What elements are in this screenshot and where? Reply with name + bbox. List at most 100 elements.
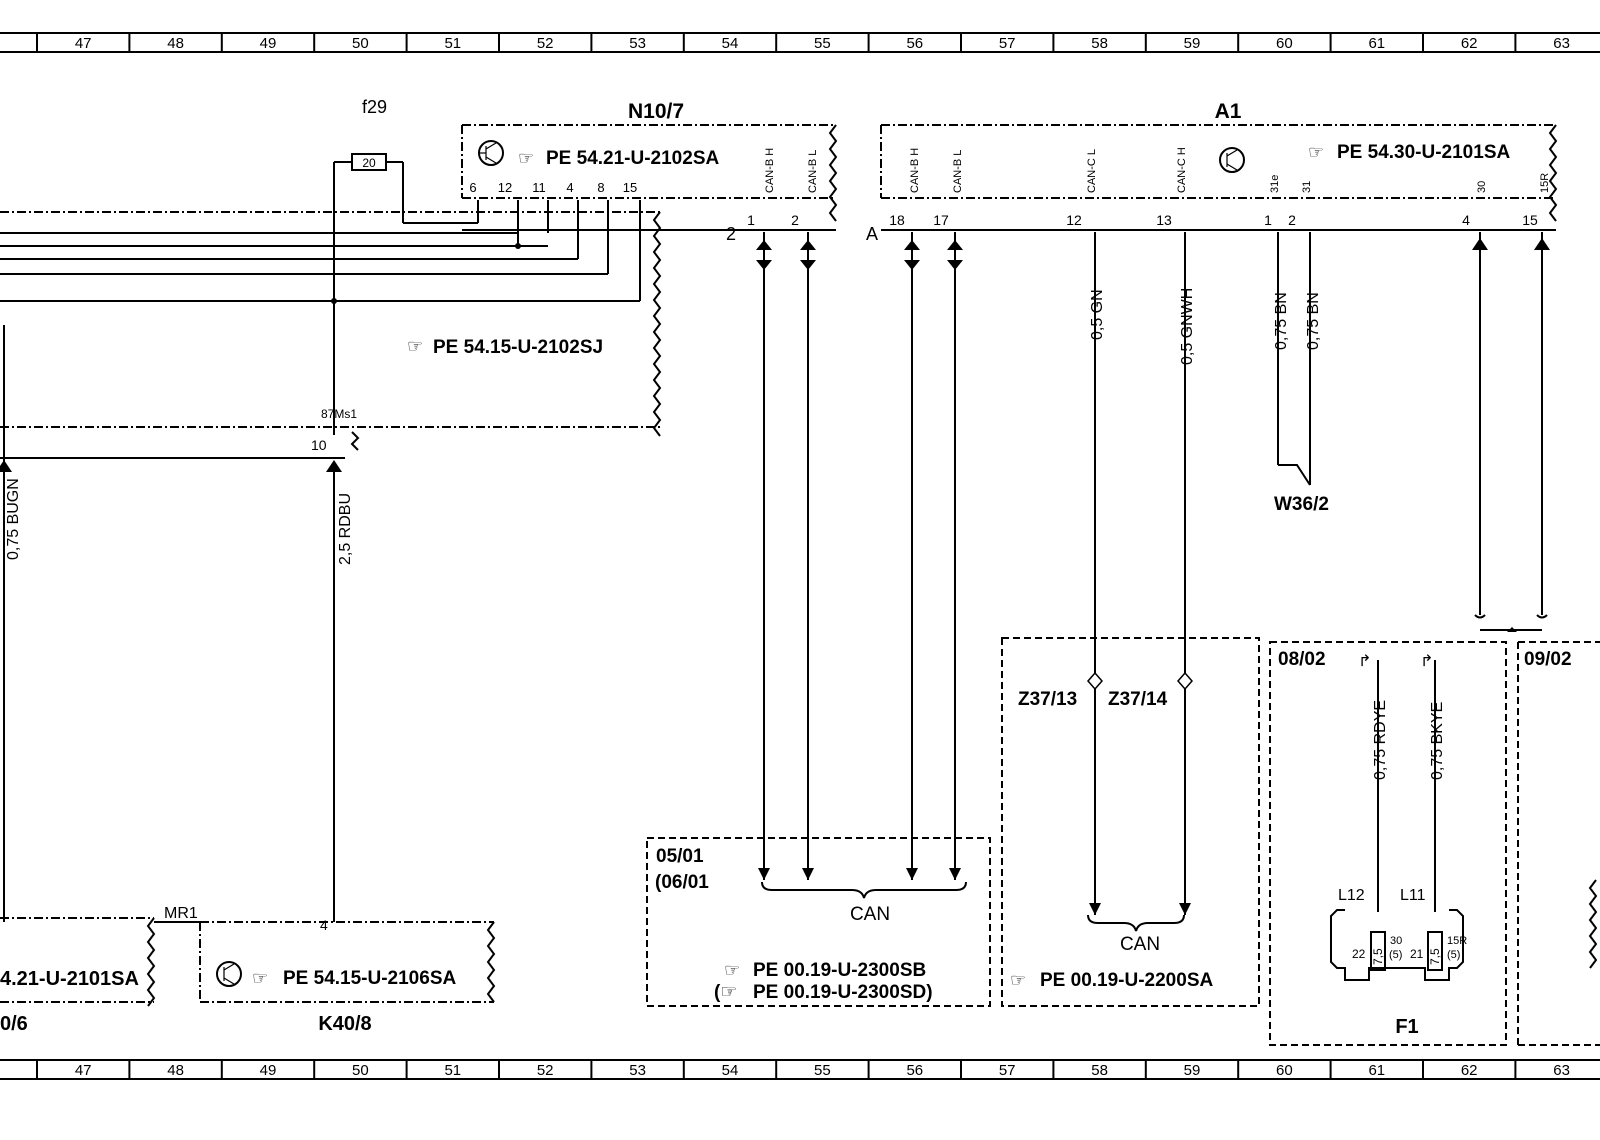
fuse-l12-value: 7,5 [1371,948,1385,965]
rdye-wire-label: 0,75 RDYE [1372,700,1389,780]
ruler-column-bottom: 61 [1368,1062,1385,1079]
can-box-1-bus-label: CAN [850,904,890,925]
f29-fuse-value: 20 [362,156,376,170]
can-b-wires [756,232,963,880]
f1-label: F1 [1395,1016,1418,1038]
ruler-column-top: 58 [1091,35,1108,52]
n10-7-pin-12: 12 [498,180,512,195]
a1-signal-can-c-h: CAN-C H [1176,147,1188,193]
ruler-column-top: 54 [722,35,739,52]
bugn-wire-label: 0,75 BUGN [5,478,22,560]
fuse-mid-pin: 21 [1410,947,1424,961]
box-09-02: 09/02 [1517,641,1600,1046]
fuse-l11-pin-right: 15R [1447,935,1467,947]
a1-ref-hand-icon: ☞ [1308,142,1324,162]
gn-wire-label: 0,5 GN [1089,289,1106,340]
n10-7-ref-hand-icon: ☞ [518,148,534,168]
can-b-connector-icon [947,260,963,270]
bn-ground-wires: 0,75 BN 0,75 BN W36/2 [1273,232,1329,515]
a1-signal-15r: 15R [1539,173,1551,193]
ruler-column-top: 48 [167,35,184,52]
w36-2-label: W36/2 [1274,494,1329,515]
n10-7-pin-11: 11 [532,180,546,195]
ruler-column-top: 59 [1184,35,1201,52]
a1-reference: PE 54.30-U-2101SA [1337,142,1510,163]
n10-7-pin-8: 8 [597,180,604,195]
can-b-connector-icon [947,240,963,250]
fuse-l11-label: L11 [1400,887,1426,904]
n10-7-pin-6: 6 [469,180,476,195]
bottom-left-box: 4.21-U-2101SA 0/6 [0,917,156,1035]
n10-7-pin-2: 2 [791,212,799,228]
n10-7-module: ☞ PE 54.21-U-2102SA 6 12 11 4 8 15 CAN-B… [461,124,838,244]
can-b-arrow-icon [906,868,918,880]
a1-signal-can-b-l: CAN-B L [952,150,964,193]
ruler-column-bottom: 59 [1184,1062,1201,1079]
ruler-column-bottom: 50 [352,1062,369,1079]
fuse-l12-pin-right: 30 [1390,935,1402,947]
ruler-column-bottom: 57 [999,1062,1016,1079]
ruler-column-top: 63 [1553,35,1570,52]
fuse-l11-value: 7,5 [1428,948,1442,965]
ruler-column-top: 47 [75,35,92,52]
k40-8-pin: 4 [320,917,328,933]
a1-pin-13: 13 [1156,212,1172,228]
ruler-column-bottom: 54 [722,1062,739,1079]
z37-13-splice-icon [1087,671,1103,691]
a1-signal-31: 31 [1301,181,1313,193]
harness-reference: PE 54.15-U-2102SJ [433,337,603,358]
can-box-1: 05/01 (06/01 CAN ☞ PE 00.19-U-2300SB (☞ … [646,837,991,1007]
n10-7-pin-15: 15 [623,180,637,195]
can-b-connector-icon [904,260,920,270]
n10-7-connector: 2 [726,224,736,244]
ruler-column-top: 56 [906,35,923,52]
bottom-left-reference: 4.21-U-2101SA [0,968,139,990]
a1-connector: A [866,224,878,244]
can-box-2-reference: PE 00.19-U-2200SA [1040,970,1213,991]
can-box-1-reference-2: PE 00.19-U-2300SD) [753,982,933,1003]
can-b-arrow-icon [949,868,961,880]
a1-control-unit-icon [1219,147,1245,173]
a1-pin-1: 1 [1264,212,1272,228]
bottom-left-label: 0/6 [0,1013,28,1035]
a1-signal-can-c-l: CAN-C L [1086,149,1098,193]
can-box-2-bus-label: CAN [1120,934,1160,955]
ruler-column-top: 61 [1368,35,1385,52]
bn1-wire-label: 0,75 BN [1273,292,1290,350]
n10-7-pin-1: 1 [747,212,755,228]
f1-arrow-right-icon: ↱ [1420,653,1433,670]
can-b-connector-icon [800,240,816,250]
fuse-l12-label: L12 [1338,887,1365,904]
f1-arrow-left-icon: ↱ [1358,653,1371,670]
ruler-column-bottom: 58 [1091,1062,1108,1079]
harness-ref-hand-icon: ☞ [407,336,423,356]
mr1-label: MR1 [164,905,198,922]
a1-pin-4: 4 [1462,212,1470,228]
can-box-1-reference-1: PE 00.19-U-2300SB [753,960,926,981]
k40-8-ref-hand-icon: ☞ [252,968,268,988]
f1-box: 08/02 ↱ ↱ 0,75 RDYE 0,75 BKYE L12 L11 7,… [1269,641,1507,1046]
can-box-2: CAN ☞ PE 00.19-U-2200SA [1001,637,1260,1007]
can-box-1-ref-hand-icon: ☞ [724,960,740,980]
ruler-column-top: 62 [1461,35,1478,52]
ruler-column-bottom: 60 [1276,1062,1293,1079]
a1-label: A1 [1215,100,1242,123]
ruler-column-top: 52 [537,35,554,52]
ruler-column-bottom: 49 [260,1062,277,1079]
can-b-connector-icon [756,260,772,270]
ruler-column-top: 53 [629,35,646,52]
gnwh-wire-label: 0,5 GNWH [1179,288,1196,365]
harness-box: ☞ PE 54.15-U-2102SJ [0,211,662,437]
ruler-column-bottom: 47 [75,1062,92,1079]
can-b-arrow-icon [802,868,814,880]
ruler-column-top: 51 [444,35,461,52]
fuse-l12-icon [1370,931,1386,971]
a1-pin-12: 12 [1066,212,1082,228]
fuse-l11-icon [1427,931,1443,971]
can-c-wires: 0,5 GN 0,5 GNWH Z37/13 Z37/14 [1018,232,1196,915]
can-b-arrow-icon [758,868,770,880]
ruler-column-bottom: 63 [1553,1062,1570,1079]
power-wires [1472,232,1550,632]
ruler-column-top: 49 [260,35,277,52]
